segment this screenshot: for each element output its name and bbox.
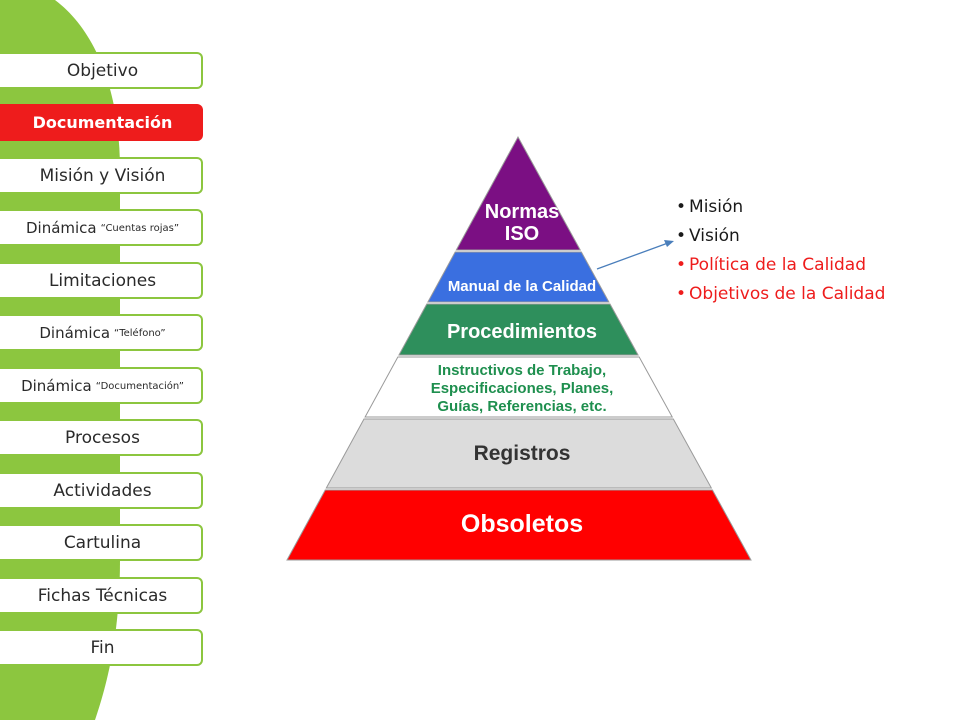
arrow-connector: [596, 240, 674, 270]
registros-level: [325, 418, 713, 489]
list-item-mision: Misión: [676, 193, 885, 222]
manual-calidad-label: Manual de la Calidad: [448, 278, 596, 295]
nav-button-label: Dinámica: [25, 218, 97, 237]
obsoletos-label: Obsoletos: [461, 510, 583, 538]
nav-button-label: Dinámica: [39, 323, 111, 342]
instructivos-level: [364, 356, 674, 418]
obsoletos-level: [286, 489, 752, 561]
nav-button-documentacion[interactable]: Documentación: [0, 104, 203, 141]
nav-button-note: “Documentación”: [95, 381, 184, 392]
nav-button-mision-vision[interactable]: Misión y Visión: [0, 157, 203, 194]
instructivos-label: Especificaciones, Planes,: [431, 380, 614, 397]
nav-button-dinamica-cuentas-rojas[interactable]: Dinámica“Cuentas rojas”: [0, 209, 203, 246]
nav-button-actividades[interactable]: Actividades: [0, 472, 203, 509]
nav-button-label: Actividades: [53, 480, 152, 501]
instructivos-label: Instructivos de Trabajo,: [438, 362, 606, 379]
normas-iso-label: Normas: [485, 201, 559, 223]
procedimientos-level: [398, 303, 639, 356]
list-item-objetivos-calidad: Objetivos de la Calidad: [676, 280, 885, 309]
nav-button-label: Objetivo: [66, 60, 139, 81]
nav-button-fin[interactable]: Fin: [0, 629, 203, 666]
instructivos-label: Guías, Referencias, etc.: [437, 398, 606, 415]
nav-button-label: Fichas Técnicas: [37, 585, 168, 606]
nav-button-objetivo[interactable]: Objetivo: [0, 52, 203, 89]
nav-button-label: Procesos: [65, 427, 140, 448]
nav-button-label: Limitaciones: [48, 270, 157, 291]
nav-button-dinamica-telefono[interactable]: Dinámica“Teléfono”: [0, 314, 203, 351]
list-item-vision: Visión: [676, 222, 885, 251]
procedimientos-label: Procedimientos: [447, 321, 597, 343]
nav-button-note: “Cuentas rojas”: [100, 223, 180, 234]
nav-button-procesos[interactable]: Procesos: [0, 419, 203, 456]
registros-label: Registros: [474, 442, 571, 465]
nav-button-label: Misión y Visión: [39, 165, 166, 186]
normas-iso-level: [455, 135, 582, 251]
nav-button-cartulina[interactable]: Cartulina: [0, 524, 203, 561]
nav-button-label: Fin: [90, 637, 115, 658]
nav-button-label: Dinámica: [21, 376, 92, 395]
manual-calidad-level: [427, 251, 610, 303]
nav-button-dinamica-documentacion[interactable]: Dinámica“Documentación”: [0, 367, 203, 404]
list-item-politica-calidad: Política de la Calidad: [676, 251, 885, 280]
nav-button-label: Cartulina: [63, 532, 142, 553]
nav-button-note: “Teléfono”: [114, 328, 166, 339]
nav-button-limitaciones[interactable]: Limitaciones: [0, 262, 203, 299]
nav-button-fichas-tecnicas[interactable]: Fichas Técnicas: [0, 577, 203, 614]
normas-iso-label: ISO: [505, 223, 539, 245]
manual-contents-list: MisiónVisiónPolítica de la CalidadObjeti…: [676, 193, 885, 309]
nav-button-label: Documentación: [32, 113, 173, 132]
